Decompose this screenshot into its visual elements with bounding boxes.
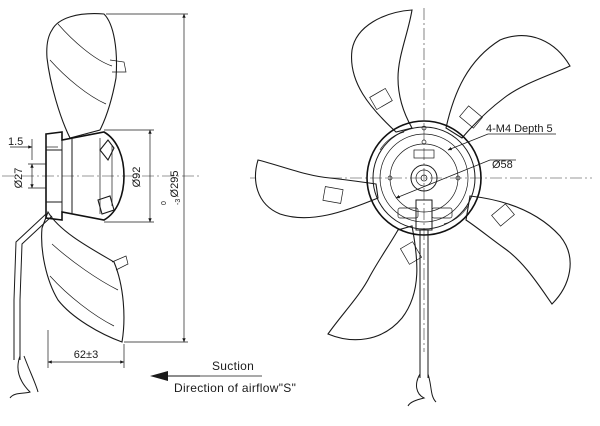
motor-body: [45, 131, 125, 221]
suction-label: Suction: [212, 359, 254, 373]
bolt-spec-label: 4-M4 Depth 5: [486, 123, 553, 135]
side-blade-lower: [41, 210, 125, 343]
left-arrow-icon: [150, 371, 200, 381]
airflow-caption: Suction Direction of airflow"S": [150, 359, 296, 395]
airflow-label: Direction of airflow"S": [174, 381, 296, 395]
side-blade-upper: [46, 13, 117, 139]
dim-inner-dia: Ø92: [131, 167, 143, 188]
hub-outer-ring: [366, 120, 482, 236]
fan-blade: [327, 225, 418, 341]
side-view: 1.5 Ø27 Ø92 Ø295 0 -3 62±3: [2, 13, 200, 399]
fan-blade: [255, 159, 379, 219]
bolt-circle-label: Ø58: [492, 159, 513, 171]
dim-side-gap: 1.5: [8, 136, 23, 148]
shaft-bore: [410, 164, 438, 192]
fan-blade: [465, 195, 571, 305]
front-view: 4-M4 Depth 5 Ø58: [250, 8, 592, 407]
dim-depth: 62±3: [74, 349, 98, 361]
dim-fan-dia: Ø295: [169, 171, 181, 198]
dim-fan-dia-tol-upper: 0: [161, 201, 168, 205]
fan-blade: [350, 9, 413, 133]
cable-gland: [415, 199, 433, 231]
fan-blades: [255, 9, 571, 341]
dim-fan-dia-tol-lower: -3: [175, 199, 182, 205]
dim-hub-dia: Ø27: [13, 168, 25, 189]
